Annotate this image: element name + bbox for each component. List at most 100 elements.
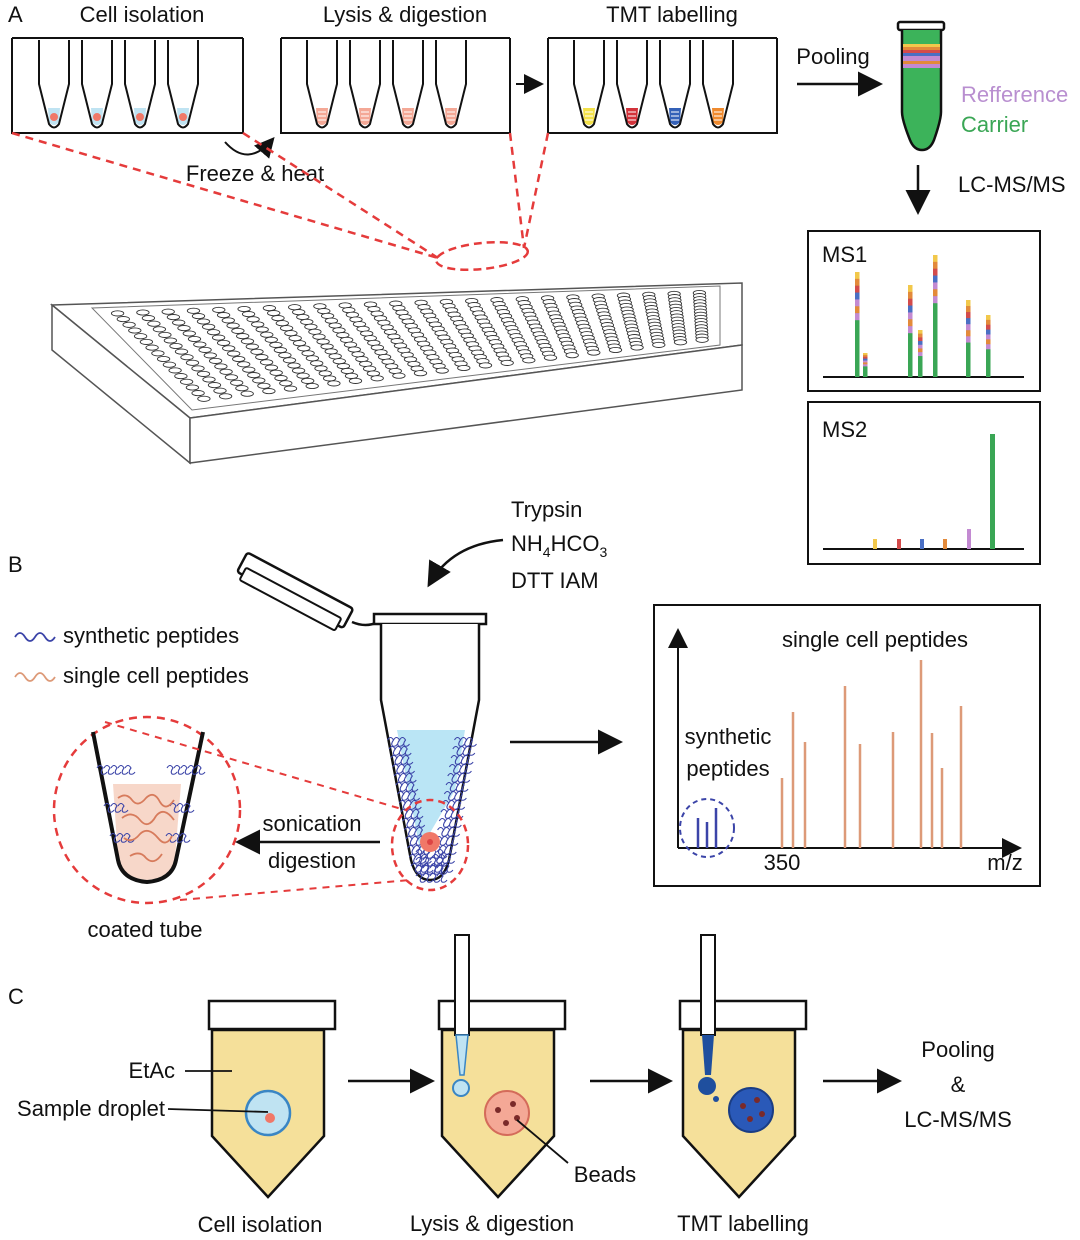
- plate-well: [206, 329, 221, 336]
- peptide-swirl: [166, 764, 178, 775]
- etac-vial: [678, 934, 808, 1199]
- tube-rack-cell-isolation: [11, 37, 244, 134]
- plate-well: [245, 343, 259, 350]
- plate-well: [182, 330, 196, 337]
- peptide-swirl: [169, 802, 181, 813]
- peptide-swirl: [124, 764, 136, 775]
- coated-tube-large: [236, 552, 488, 892]
- small-tube: [38, 40, 70, 129]
- reagent-nh4hco3: NH4HCO3: [511, 531, 607, 560]
- peptide-swirl: [466, 736, 477, 747]
- coated-tube-label: coated tube: [88, 917, 203, 942]
- peptide-swirl: [403, 826, 415, 837]
- plate-well: [169, 342, 183, 350]
- peptide-swirl: [117, 802, 129, 813]
- plate-well: [273, 347, 288, 354]
- plate-well: [630, 344, 644, 351]
- peptide-swirl: [436, 856, 448, 867]
- plate-well: [152, 326, 167, 333]
- plate-well: [240, 338, 255, 345]
- plate-well: [279, 380, 293, 387]
- plate-well: [257, 382, 271, 389]
- ms2-box: [807, 401, 1041, 565]
- plate-well: [300, 318, 314, 325]
- peptide-swirl: [96, 764, 108, 775]
- plate-well: [240, 390, 254, 397]
- ms1-peak: [863, 353, 868, 377]
- ms2-peak-orange: [943, 539, 947, 549]
- plate-well: [305, 355, 320, 362]
- plate-well: [193, 341, 207, 348]
- small-tube: [81, 40, 113, 129]
- digestion-label: digestion: [268, 848, 356, 873]
- plate-well: [297, 345, 311, 352]
- peptide-swirl: [399, 736, 410, 747]
- peptide-swirl: [405, 772, 417, 783]
- peptide-swirl: [436, 862, 448, 873]
- peptide-swirl: [462, 754, 474, 765]
- plate-well: [296, 372, 310, 379]
- plate-well: [304, 323, 318, 330]
- plate-well: [301, 377, 315, 384]
- peptide-swirl: [415, 872, 427, 883]
- plate-well: [156, 355, 171, 363]
- plate-well: [283, 385, 298, 392]
- plate-well: [139, 338, 154, 345]
- plate-well: [269, 369, 283, 376]
- plate-well: [246, 316, 260, 323]
- plate-well: [328, 353, 342, 360]
- plate-well: [230, 379, 244, 386]
- plate-well: [133, 333, 148, 340]
- plate-well: [288, 304, 302, 311]
- plate-well: [116, 316, 130, 323]
- plate-well: [251, 321, 265, 328]
- peptide-swirl: [110, 802, 122, 813]
- freeze-arrow: [224, 136, 275, 159]
- c-pooling-2: &: [951, 1072, 966, 1097]
- plate-well: [222, 345, 236, 352]
- peptide-swirl: [400, 808, 412, 819]
- plate-well: [241, 311, 256, 318]
- spectrum-xunit: m/z: [987, 850, 1022, 875]
- plate-well: [163, 337, 178, 344]
- bead: [747, 1116, 753, 1122]
- ms1-peaks: [855, 255, 991, 377]
- plate-well: [219, 368, 233, 375]
- c-pooling-3: LC-MS/MS: [904, 1107, 1012, 1132]
- plate-well: [141, 315, 156, 322]
- ms2-peak-yellow: [873, 539, 877, 549]
- plate-well: [310, 360, 324, 367]
- synthetic-peak-circle: [679, 798, 735, 858]
- zoom-line-b-bottom: [179, 879, 411, 901]
- etac-vial: [437, 934, 567, 1199]
- plate-well: [207, 382, 222, 389]
- peptide-swirl: [429, 856, 441, 867]
- small-tube: [306, 40, 338, 129]
- bead: [740, 1103, 746, 1109]
- plate-well: [292, 340, 307, 347]
- peptide-swirl: [415, 856, 427, 867]
- reagent-arrow: [427, 538, 504, 588]
- plate-well: [264, 364, 279, 371]
- small-tube: [167, 40, 199, 129]
- plate-well: [174, 373, 188, 380]
- peptide-swirl: [183, 802, 195, 813]
- plate-well: [392, 372, 406, 379]
- bead: [514, 1115, 520, 1121]
- plate-well: [196, 370, 211, 377]
- peptide-swirl: [390, 754, 402, 765]
- small-tube: [392, 40, 424, 129]
- plate-well: [264, 336, 278, 343]
- plate-well: [267, 310, 281, 317]
- plate-well: [247, 372, 261, 379]
- peptide-swirl: [194, 764, 206, 775]
- ms2-peaks: [873, 434, 995, 549]
- bead: [503, 1120, 509, 1126]
- peptide-swirl: [392, 763, 404, 774]
- a-step-lysis: Lysis & digestion: [323, 2, 487, 27]
- peptide-swirl: [414, 853, 426, 864]
- plate-well: [279, 325, 294, 332]
- plate-well: [224, 374, 239, 381]
- plate-well: [287, 362, 301, 369]
